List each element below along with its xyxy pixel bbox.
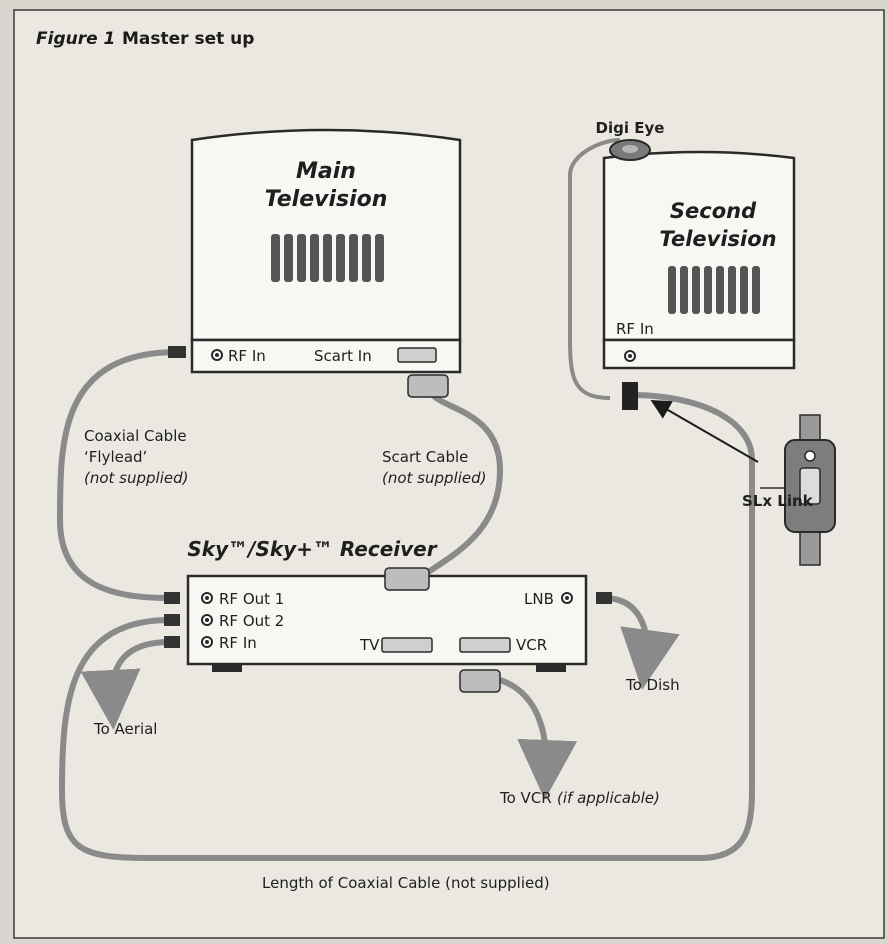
coax-length-label: Length of Coaxial Cable (not supplied) [262, 874, 550, 892]
long-coax-cable [58, 392, 755, 861]
receiver-foot-left [212, 664, 242, 672]
lnb-label: LNB [524, 590, 554, 608]
second-television: Second Television RF In Digi Eye [596, 119, 796, 410]
coax-label-line2: ‘Flylead’ [84, 448, 147, 466]
tv-scart-label: TV [359, 636, 380, 654]
main-tv-speaker-grille [271, 234, 384, 282]
to-dish-cable [603, 595, 680, 690]
coax-label-line3: (not supplied) [84, 469, 189, 487]
digi-eye-label: Digi Eye [596, 119, 665, 137]
main-tv-scart-socket [397, 347, 437, 363]
figure-number: Figure 1 [36, 29, 115, 49]
main-tv-title-line2: Television [265, 187, 388, 212]
scart-label-line1: Scart Cable [382, 448, 468, 466]
slx-link: SLx Link [650, 400, 836, 566]
rf-out-1-label: RF Out 1 [219, 590, 284, 608]
scart-cable [413, 387, 504, 585]
scart-label-line2: (not supplied) [382, 469, 487, 487]
sky-receiver: Sky™/Sky+™ Receiver RF Out 1 RF Out 2 RF… [164, 537, 612, 693]
second-tv-title-line1: Second [670, 199, 757, 223]
tv-scart-plug [384, 567, 430, 591]
receiver-foot-right [536, 664, 566, 672]
main-tv-rf-plug [168, 346, 186, 358]
second-tv-rf-plug [622, 382, 638, 410]
slx-label: SLx Link [742, 492, 814, 510]
vcr-scart-socket [459, 637, 511, 653]
coax-label-line1: Coaxial Cable [84, 427, 187, 445]
vcr-scart-plug [459, 669, 501, 693]
vcr-scart-label: VCR [516, 636, 547, 654]
main-television: Main Television RF In Scart In [168, 128, 462, 398]
rf-out-1-plug [164, 592, 180, 604]
second-tv-rf-in-label: RF In [616, 320, 654, 338]
to-vcr-label: To VCR [499, 789, 552, 807]
digi-eye-cable [568, 138, 621, 400]
to-aerial-cable [80, 639, 171, 730]
rf-in-plug [164, 636, 180, 648]
slx-pointer-arrow [650, 400, 759, 463]
main-tv-scart-in-label: Scart In [314, 347, 372, 365]
to-aerial-label: To Aerial [93, 720, 157, 738]
rf-out-2-label: RF Out 2 [219, 612, 284, 630]
tv-scart-socket [381, 637, 433, 653]
rf-out-2-plug [164, 614, 180, 626]
receiver-rf-in-label: RF In [219, 634, 257, 652]
main-tv-scart-plug [407, 374, 449, 398]
lnb-plug [596, 592, 612, 604]
coax-flylead-cable [56, 349, 179, 601]
main-tv-title-line1: Main [296, 159, 356, 184]
to-vcr-suffix: (if applicable) [557, 789, 660, 807]
second-tv-speaker-grille [668, 266, 760, 314]
second-tv-base [602, 338, 796, 370]
main-tv-rf-in-label: RF In [228, 347, 266, 365]
to-dish-label: To Dish [625, 676, 680, 694]
receiver-title: Sky™/Sky+™ Receiver [187, 537, 437, 561]
to-vcr-cable [498, 677, 578, 800]
second-tv-title-line2: Television [659, 227, 776, 251]
figure-title: Master set up [122, 29, 254, 49]
